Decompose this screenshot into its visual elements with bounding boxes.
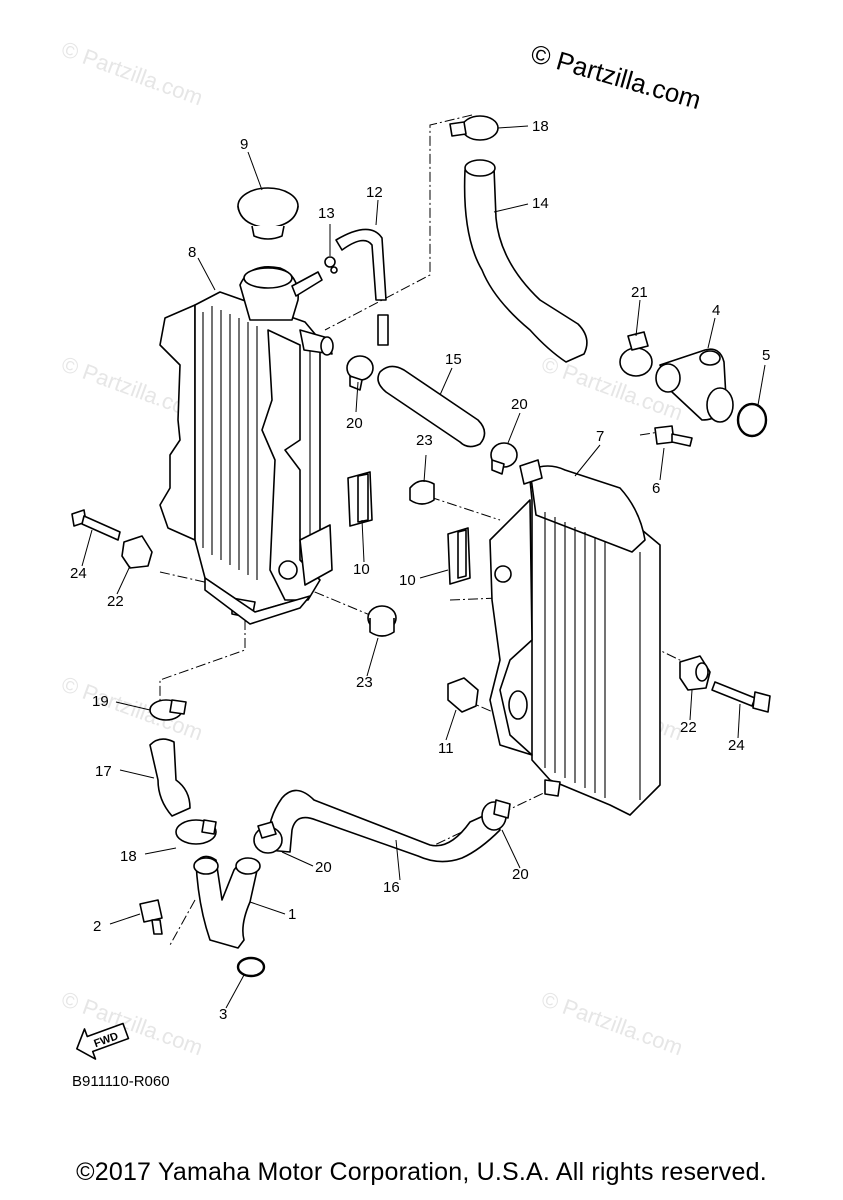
hose-clamp-21: [619, 331, 653, 377]
hose-14-end: [464, 159, 496, 177]
diagram-reference-code: B911110-R060: [72, 1073, 170, 1090]
callout-16: 16: [383, 879, 400, 896]
left-radiator: [159, 266, 334, 625]
collar-23-top: [409, 480, 435, 505]
hose-clamp-19: [149, 699, 187, 721]
filler-neck-opening: [243, 267, 293, 289]
overflow-spigot: [291, 271, 323, 297]
callout-2: 2: [93, 918, 101, 935]
hose-clip-13: [324, 256, 338, 274]
callout-21: 21: [631, 284, 648, 301]
right-radiator-outlet: [544, 779, 561, 797]
callout-13: 13: [318, 205, 335, 222]
joint-pipe-4: [655, 348, 734, 423]
o-ring-3: [236, 956, 266, 978]
left-radiator-bottom: [204, 577, 311, 625]
footer-copyright: ©2017 Yamaha Motor Corporation, U.S.A. A…: [76, 1158, 767, 1186]
callout-20-a: 20: [346, 415, 363, 432]
callout-23-top: 23: [416, 432, 433, 449]
callout-20-b: 20: [511, 396, 528, 413]
left-radiator-bracket-plate: [299, 524, 333, 586]
hose-17: [149, 738, 191, 817]
callout-6: 6: [652, 480, 660, 497]
callout-17: 17: [95, 763, 112, 780]
callout-22-right: 22: [680, 719, 697, 736]
damper-11: [447, 677, 479, 713]
right-radiator-mount-hole: [508, 690, 528, 720]
right-radiator-tank: [529, 465, 646, 553]
callout-19: 19: [92, 693, 109, 710]
watermark: © Partzilla.com: [58, 36, 206, 110]
callout-14: 14: [532, 195, 549, 212]
left-radiator-fins: [202, 306, 311, 590]
hose-clamp-20-c: [253, 821, 283, 854]
callout-15: 15: [445, 351, 462, 368]
callout-23-bottom: 23: [356, 674, 373, 691]
cushion-10-right: [447, 527, 471, 585]
callout-5: 5: [762, 347, 770, 364]
callout-9: 9: [240, 136, 248, 153]
callout-18-bottom: 18: [120, 848, 137, 865]
right-radiator-inlet: [519, 459, 543, 485]
cushion-10-left: [347, 471, 373, 527]
left-radiator-inlet-opening: [320, 336, 334, 356]
bolt-24-right: [711, 681, 771, 713]
hose-12: [335, 228, 389, 346]
callout-4: 4: [712, 302, 720, 319]
left-radiator-bracket: [159, 304, 196, 541]
damper-22-left: [121, 535, 153, 569]
callout-7: 7: [596, 428, 604, 445]
bolt-24-left: [71, 509, 121, 541]
right-radiator-fins: [544, 512, 641, 800]
bolt-6: [654, 425, 693, 447]
callout-20-c: 20: [315, 859, 332, 876]
grommet-hole: [494, 565, 512, 583]
callout-3: 3: [219, 1006, 227, 1023]
callout-22-left: 22: [107, 593, 124, 610]
hose-clamp-18-top: [449, 115, 499, 141]
right-radiator: [489, 459, 661, 816]
bolt-2: [139, 899, 163, 935]
collar-23-bottom: [367, 605, 397, 637]
hose-clamp-20-d: [481, 799, 511, 831]
hose-15: [377, 365, 486, 448]
o-ring-5: [736, 402, 768, 438]
callout-11: 11: [438, 740, 454, 757]
leader-lines: [81, 125, 766, 1009]
callout-24-right: 24: [728, 737, 745, 754]
hose-clamp-18-bottom: [175, 819, 217, 845]
callout-10-right: 10: [353, 561, 370, 578]
callout-1: 1: [288, 906, 296, 923]
watermark: © Partzilla.com: [538, 986, 686, 1060]
callout-20-d: 20: [512, 866, 529, 883]
hose-14: [463, 162, 588, 363]
joint-1-port: [235, 857, 261, 875]
right-radiator-bracket: [489, 499, 533, 756]
radiator-cap: [237, 187, 299, 240]
callout-12: 12: [366, 184, 383, 201]
callout-10-left: 10: [399, 572, 416, 589]
hose-clamp-20-a: [346, 355, 374, 391]
callout-8: 8: [188, 244, 196, 261]
callout-18-top: 18: [532, 118, 549, 135]
hose-16: [266, 789, 501, 863]
damper-22-right: [679, 655, 711, 691]
callout-labels: 1 2 3 4 5 6 7 8 9 10 10 11 12 13 14 15 1…: [70, 118, 770, 1023]
joint-1-port: [193, 857, 219, 875]
hose-clamp-20-b: [490, 442, 518, 475]
callout-24-left: 24: [70, 565, 87, 582]
left-radiator-side-plate: [261, 329, 321, 601]
grommet-hole: [278, 560, 298, 580]
